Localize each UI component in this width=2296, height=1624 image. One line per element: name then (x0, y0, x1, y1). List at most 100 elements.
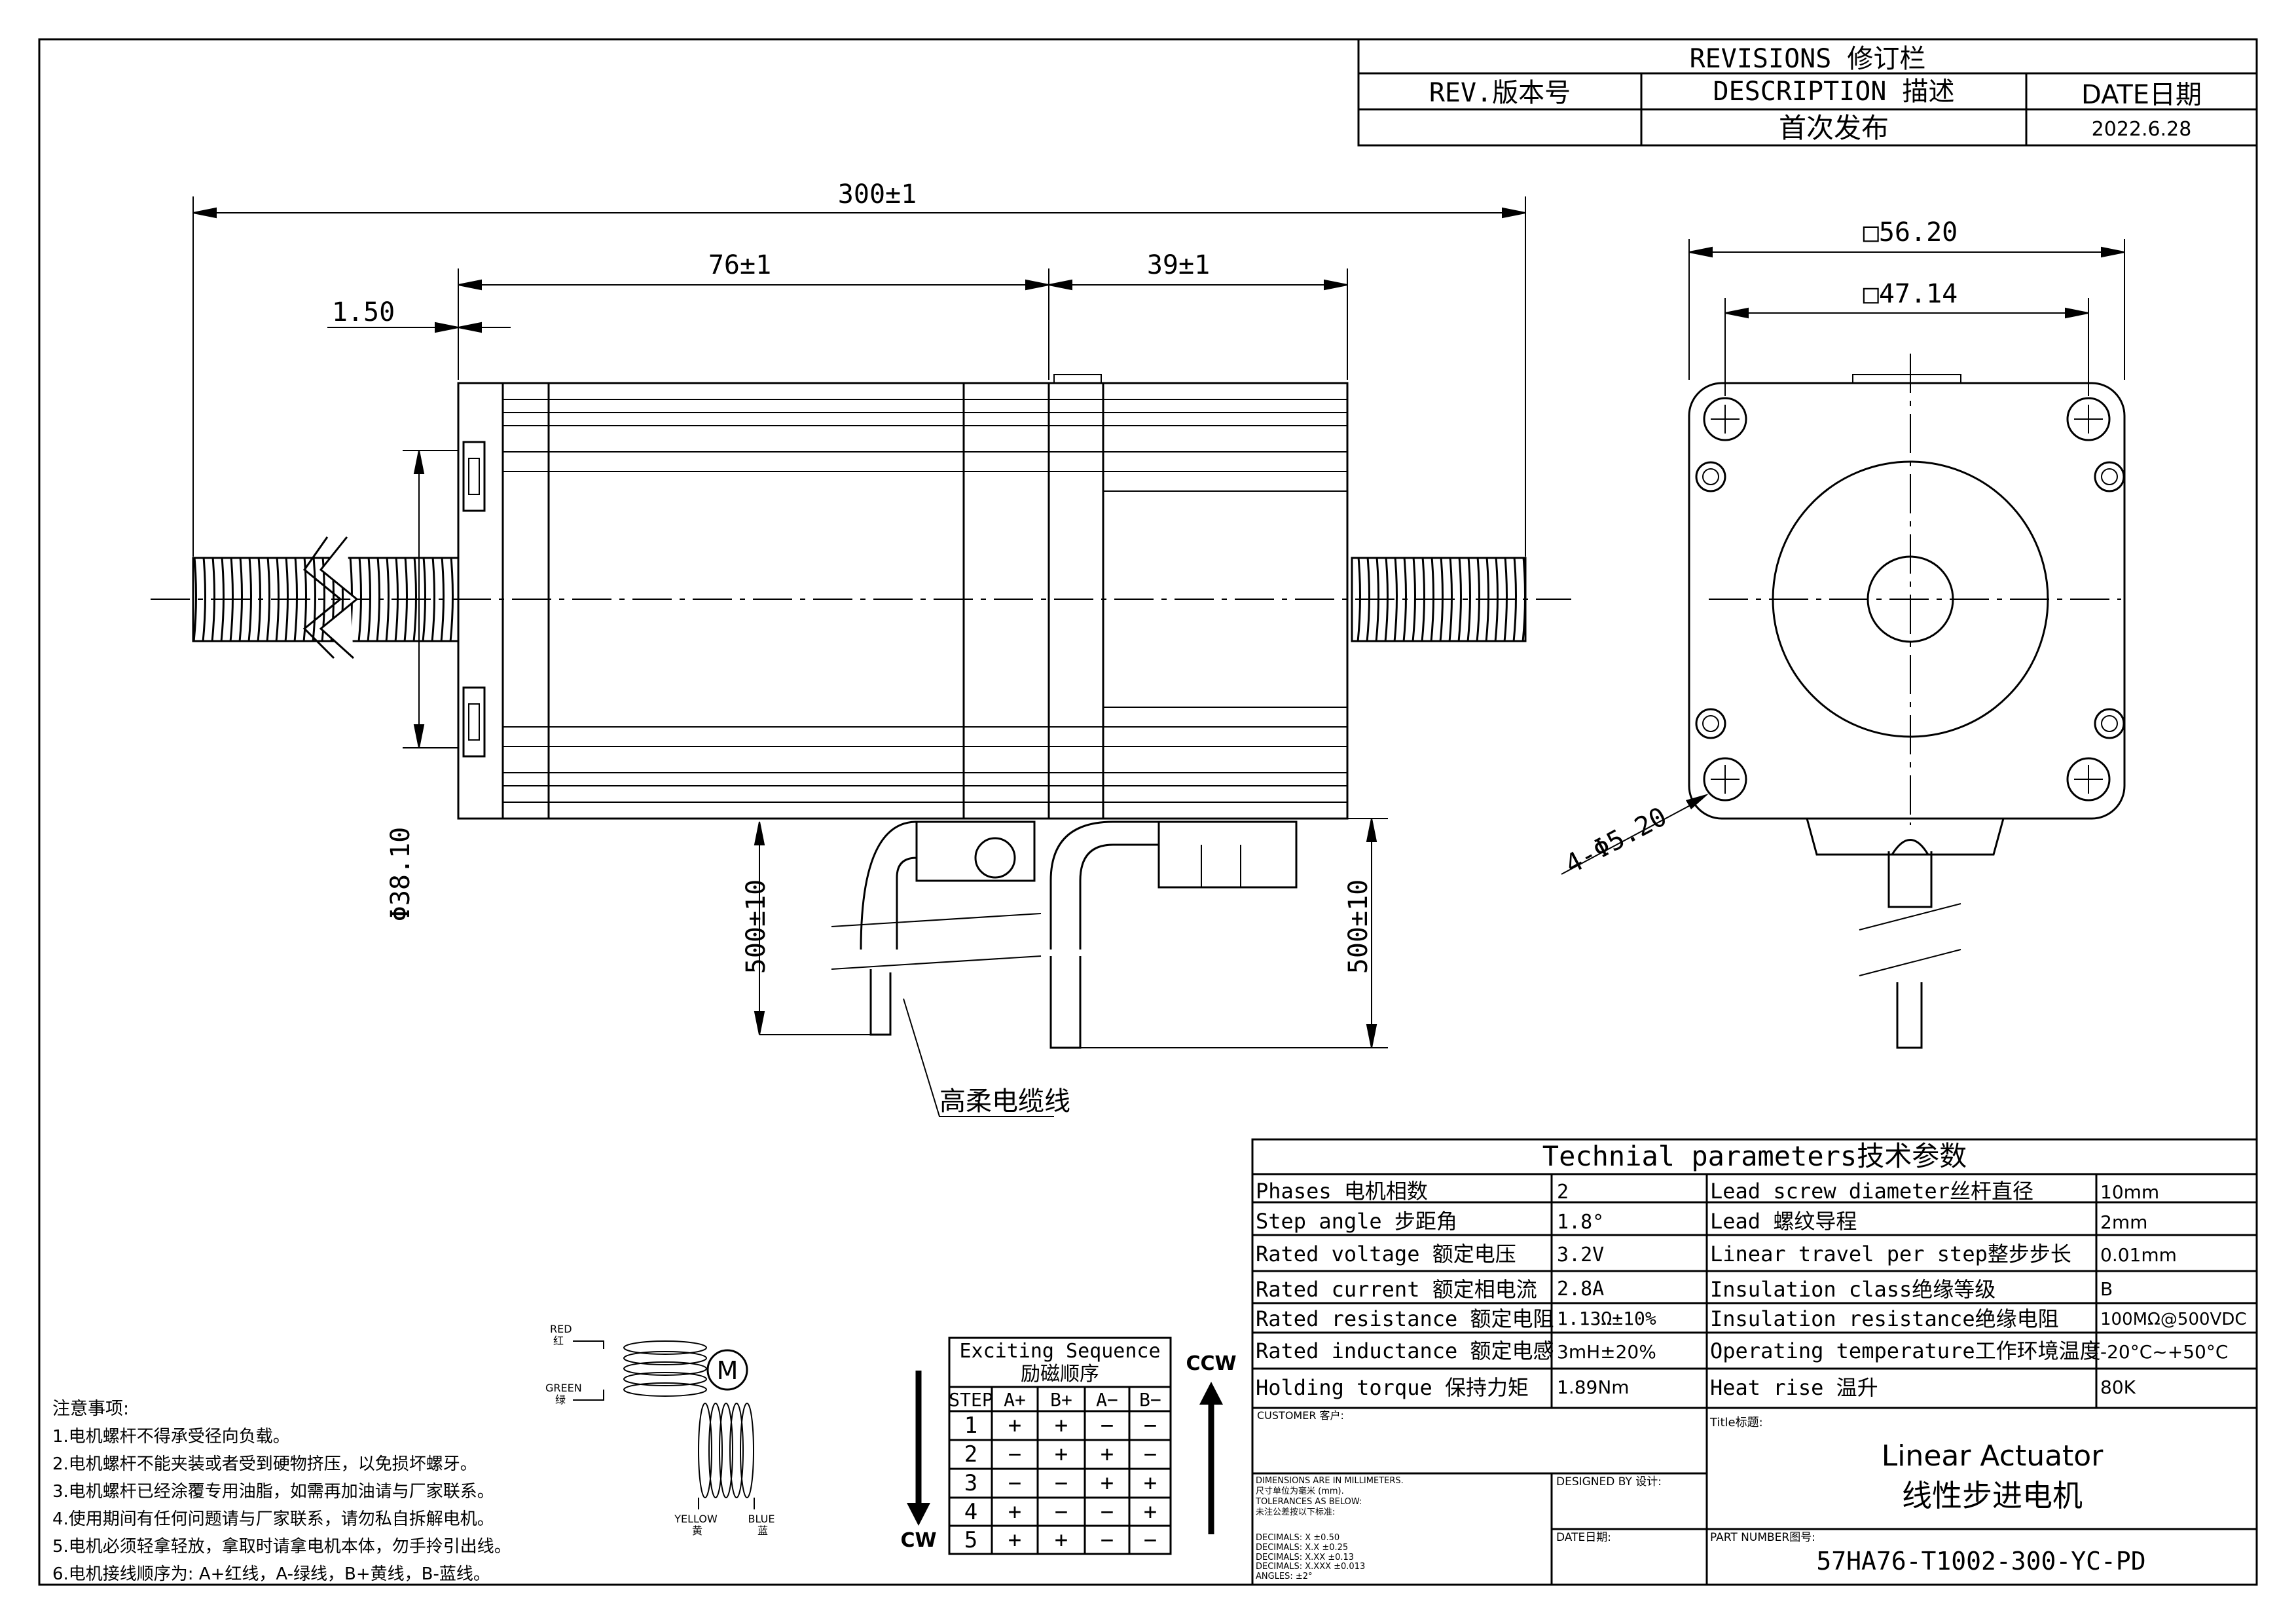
svg-text:Rated inductance 额定电感: Rated inductance 额定电感 (1256, 1338, 1554, 1363)
svg-text:Lead screw diameter丝杆直径: Lead screw diameter丝杆直径 (1710, 1179, 2033, 1204)
coil-b (698, 1403, 754, 1498)
svg-text:2mm: 2mm (2100, 1211, 2147, 1233)
product-title-cn: 线性步进电机 (1902, 1478, 2083, 1513)
svg-text:1: 1 (964, 1412, 977, 1439)
sequence-title-cn: 励磁顺序 (1021, 1363, 1099, 1386)
svg-text:B: B (2100, 1278, 2113, 1300)
svg-text:-20°C~+50°C: -20°C~+50°C (2100, 1341, 2228, 1363)
svg-text:1.89Nm: 1.89Nm (1557, 1376, 1630, 1398)
cable-left (860, 821, 918, 950)
date-column-header: DATE日期 (2081, 80, 2202, 110)
sequence-table: Exciting Sequence 励磁顺序 STEP A+ B+ A− B− … (900, 1337, 1237, 1555)
mount-hole-tl (1703, 397, 1747, 441)
part-number-label: PART NUMBER图号: (1710, 1531, 1815, 1544)
mount-hole-br (2066, 757, 2111, 802)
svg-text:Linear travel per step整步步长: Linear travel per step整步步长 (1710, 1242, 2071, 1266)
shaft (1867, 555, 1954, 643)
tolerance-line: DECIMALS: X ±0.50 (1256, 1533, 1339, 1543)
note-item: 4.使用期间有任何问题请与厂家联系，请勿私自拆解电机。 (52, 1509, 494, 1529)
svg-text:−: − (1055, 1470, 1068, 1496)
parameters-title: Technial parameters技术参数 (1542, 1140, 1967, 1172)
svg-text:+: + (1101, 1441, 1114, 1467)
seq-row: 1 + + − − (964, 1412, 1157, 1439)
front-square (1688, 382, 2126, 820)
date-label: DATE日期: (1556, 1531, 1611, 1544)
dim-square-outer-label: □56.20 (1863, 217, 1958, 248)
dims-note: 尺寸单位为毫米 (mm). (1256, 1486, 1344, 1496)
seq-header-step: STEP (949, 1389, 993, 1411)
wire-yellow-label: YELLOW (674, 1513, 718, 1525)
revision-date: 2022.6.28 (2092, 118, 2192, 141)
svg-text:+: + (1101, 1470, 1114, 1496)
seq-header-b-plus: B+ (1050, 1389, 1072, 1411)
svg-text:10mm: 10mm (2100, 1181, 2159, 1203)
svg-text:Phases 电机相数: Phases 电机相数 (1256, 1179, 1428, 1204)
front-boss (1772, 460, 2049, 738)
dims-note: 未注公差按以下标准: (1256, 1507, 1335, 1517)
coil-a (623, 1340, 707, 1397)
revision-description: 首次发布 (1779, 112, 1889, 144)
part-number: 57HA76-T1002-300-YC-PD (1816, 1547, 2145, 1576)
dim-square-outer (1688, 239, 2125, 380)
dim-square-hole-label: □47.14 (1863, 279, 1958, 309)
revisions-block: REVISIONS 修订栏 REV.版本号 DESCRIPTION 描述 DAT… (1357, 38, 2258, 147)
dim-pilot-label: Φ38.10 (386, 827, 416, 922)
svg-text:5: 5 (964, 1527, 977, 1553)
svg-text:−: − (1101, 1527, 1114, 1553)
dims-note: TOLERANCES AS BELOW: (1255, 1497, 1362, 1507)
svg-text:+: + (1055, 1527, 1068, 1553)
cable-right (1049, 821, 1160, 950)
wire-blue-label: BLUE (748, 1513, 775, 1525)
wire-red-label: RED (550, 1323, 572, 1335)
wire-blue-cn: 蓝 (757, 1524, 768, 1537)
svg-text:1.8°: 1.8° (1557, 1211, 1604, 1234)
dim-flange-label: 1.50 (332, 297, 395, 327)
wire-red-cn: 红 (553, 1335, 564, 1347)
customer-label: CUSTOMER 客户: (1257, 1409, 1344, 1422)
svg-text:−: − (1144, 1441, 1157, 1467)
seq-header-a-plus: A+ (1004, 1389, 1026, 1411)
dim-lead-left (754, 821, 877, 1035)
dim-lead-right (1080, 818, 1388, 1048)
cw-label: CW (900, 1529, 936, 1552)
param-row: Rated resistance 额定电阻 1.13Ω±10% Insulati… (1256, 1306, 2247, 1331)
wiring-diagram: RED 红 GREEN 绿 M YELLOW 黄 BLUE 蓝 (545, 1323, 774, 1537)
svg-text:−: − (1101, 1499, 1114, 1525)
title-label: Title标题: (1709, 1416, 1763, 1430)
svg-text:Rated current 额定相电流: Rated current 额定相电流 (1256, 1277, 1537, 1302)
cable-note: 高柔电缆线 (939, 1086, 1070, 1116)
svg-text:1.13Ω±10%: 1.13Ω±10% (1557, 1308, 1656, 1329)
svg-text:Lead 螺纹导程: Lead 螺纹导程 (1710, 1209, 1857, 1234)
tolerance-line: DECIMALS: X.XXX ±0.013 (1256, 1562, 1365, 1572)
note-item: 1.电机螺杆不得承受径向负载。 (52, 1427, 290, 1447)
designed-by-label: DESIGNED BY 设计: (1556, 1475, 1662, 1488)
drawing-border (38, 38, 2258, 1586)
side-view: 300±1 76±1 39±1 1.50 Φ38.10 (151, 179, 1571, 1117)
svg-text:+: + (1055, 1441, 1068, 1467)
param-row: Rated inductance 额定电感 3mH±20% Operating … (1256, 1338, 2228, 1363)
lead-screw-right (1351, 557, 1527, 642)
mount-hole-tr (2066, 397, 2111, 441)
seq-header-a-minus: A− (1096, 1389, 1118, 1411)
revisions-title: REVISIONS 修订栏 (1690, 44, 1926, 74)
svg-text:100MΩ@500VDC: 100MΩ@500VDC (2100, 1310, 2247, 1329)
svg-text:Insulation resistance绝缘电阻: Insulation resistance绝缘电阻 (1710, 1306, 2059, 1331)
svg-text:3: 3 (964, 1470, 977, 1496)
wire-green-cn: 绿 (555, 1393, 566, 1406)
svg-text:+: + (1008, 1527, 1021, 1553)
motor-body (501, 382, 1349, 820)
title-block: CUSTOMER 客户: Title标题: Linear Actuator 线性… (1251, 1407, 2258, 1586)
dim-body-label: 76±1 (708, 250, 771, 280)
note-item: 3.电机螺杆已经涂覆专用油脂，如需再加油请与厂家联系。 (52, 1482, 494, 1502)
front-view: □56.20 □47.14 4-Φ5.20 (1560, 217, 2126, 1049)
svg-text:+: + (1144, 1470, 1157, 1496)
screw-break (319, 536, 359, 659)
svg-text:−: − (1055, 1499, 1068, 1525)
svg-text:Operating temperature工作环境温度: Operating temperature工作环境温度 (1710, 1338, 2101, 1363)
notes-title: 注意事项: (52, 1399, 129, 1419)
svg-text:+: + (1144, 1499, 1157, 1525)
svg-text:2: 2 (964, 1441, 977, 1467)
note-item: 2.电机螺杆不能夹装或者受到硬物挤压，以免损坏螺牙。 (52, 1454, 477, 1474)
tolerance-line: DECIMALS: X.XX ±0.13 (1256, 1553, 1354, 1562)
